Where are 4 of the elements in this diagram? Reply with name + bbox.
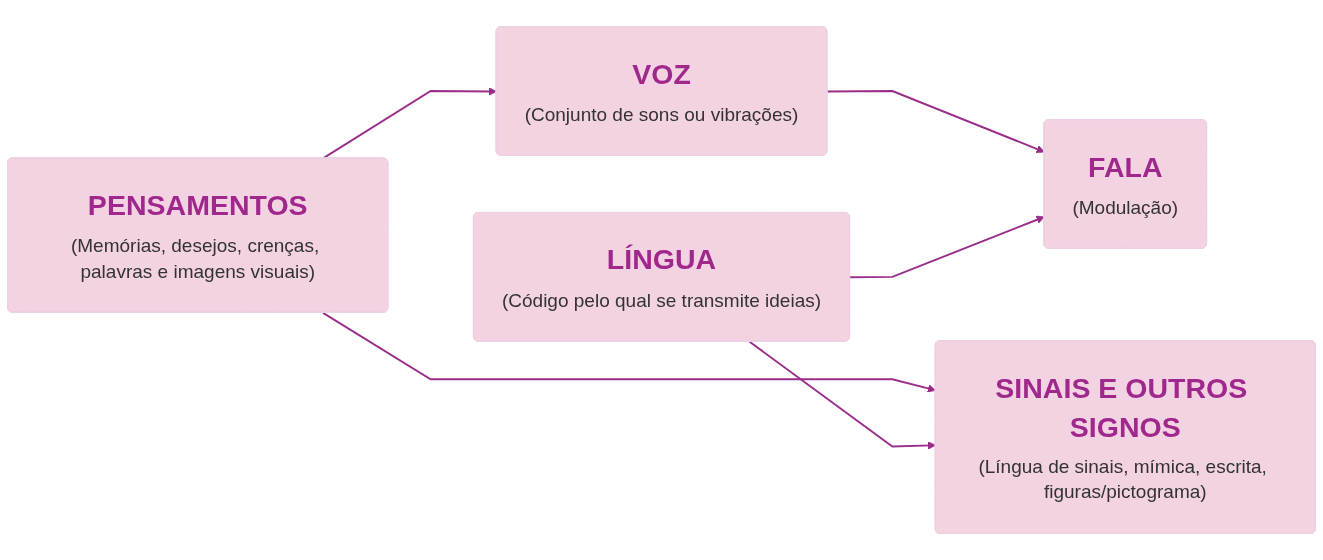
arrow <box>748 340 936 450</box>
arrow <box>322 311 936 393</box>
arrow <box>849 215 1045 279</box>
arrow <box>826 90 1045 153</box>
